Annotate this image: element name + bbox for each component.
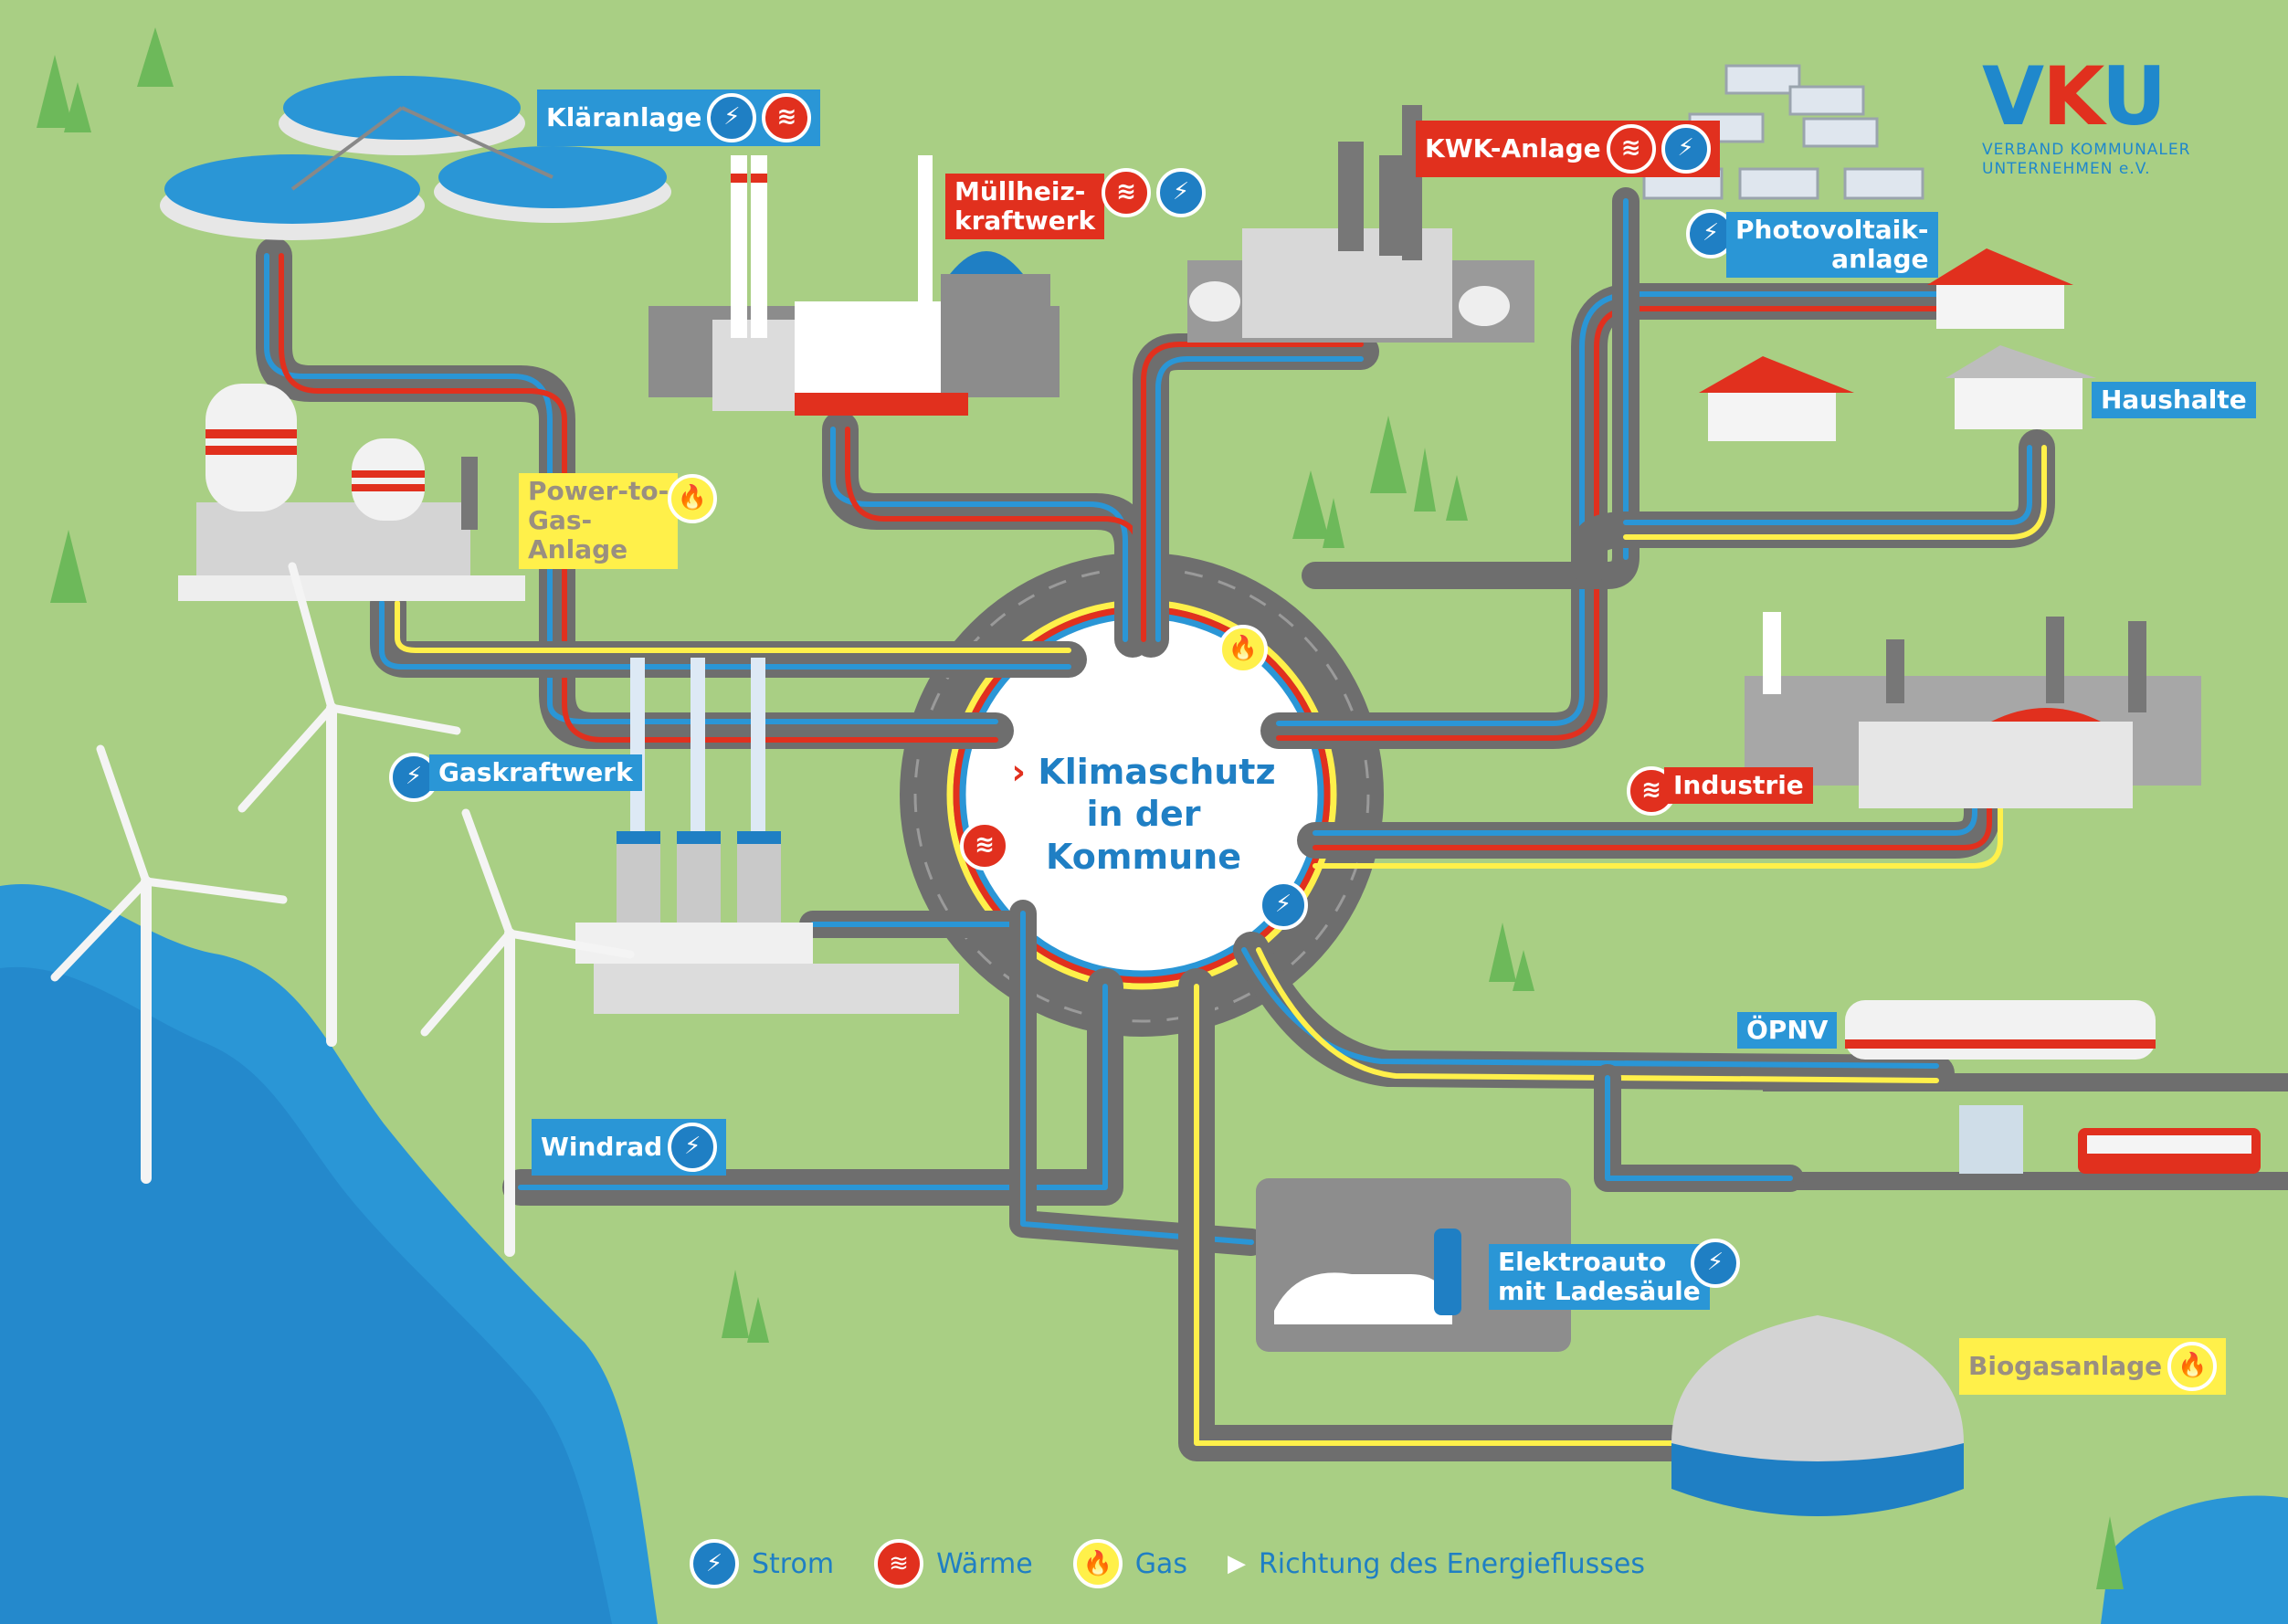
trees <box>37 27 2124 1589</box>
logo-subtitle-line2: UNTERNEHMEN e.V. <box>1982 160 2151 179</box>
legend-label-richtung: Richtung des Energieflusses <box>1258 1547 1645 1580</box>
gas-icon: 🔥 <box>1218 625 1268 674</box>
label-muellheizkraftwerk: Müllheiz- kraftwerk <box>945 174 1105 240</box>
label-text: Haushalte <box>2101 385 2247 415</box>
waerme-icon: ≋ <box>762 93 812 142</box>
gas-icon: 🔥 <box>668 474 717 523</box>
gaskraftwerk-drawing <box>575 658 959 1014</box>
logo-letter-v: V <box>1982 49 2044 143</box>
center-title-line3: Kommune <box>1046 836 1241 877</box>
logo-subtitle: VERBAND KOMMUNALER UNTERNEHMEN e.V. <box>1982 141 2190 180</box>
label-text-line1: Power-to- <box>528 476 670 506</box>
sea-wave <box>0 966 612 1624</box>
pipes <box>256 187 2055 1461</box>
label-text: Biogasanlage <box>1968 1350 2163 1381</box>
wind-turbines <box>50 562 635 1257</box>
ring-strom-icon-wrap: ⚡ <box>1244 877 1317 933</box>
label-text-line2: kraftwerk <box>954 206 1096 237</box>
label-industrie: Industrie <box>1664 767 1813 805</box>
strom-icon: ⚡ <box>668 1123 718 1172</box>
label-text-line2: anlage <box>1831 244 1929 275</box>
vehicles-drawing <box>1845 1000 2261 1174</box>
center-title: › Klimaschutz in der Kommune <box>988 751 1299 878</box>
waerme-icon: ≋ <box>960 821 1009 870</box>
label-text: Kläranlage <box>546 101 702 132</box>
biogas-drawing <box>1671 1315 1964 1516</box>
pv-drawing <box>1642 64 1924 200</box>
logo-mark: VKU <box>1982 57 2190 137</box>
legend-item-strom: ⚡ Strom <box>690 1539 834 1588</box>
legend-label-strom: Strom <box>752 1547 835 1580</box>
gas-icon: 🔥 <box>2167 1342 2218 1391</box>
logo-letter-u: U <box>2101 49 2167 143</box>
label-text: Gaskraftwerk <box>438 757 633 787</box>
lake <box>2101 1495 2288 1624</box>
label-text-line3: Anlage <box>528 534 628 565</box>
label-text-line1: Elektroauto <box>1498 1247 1667 1277</box>
center-title-line2: in der <box>1086 794 1201 835</box>
legend-item-waerme: ≋ Wärme <box>874 1539 1033 1588</box>
muellheiz-icons: ≋ ⚡ <box>1087 164 1215 221</box>
strom-icon: ⚡ <box>1156 168 1206 217</box>
label-photovoltaik: Photovoltaik- anlage <box>1726 212 1938 279</box>
legend-item-richtung: ▶ Richtung des Energieflusses <box>1228 1548 1645 1580</box>
legend-item-gas: 🔥 Gas <box>1072 1539 1187 1588</box>
strom-icon: ⚡ <box>1661 124 1711 174</box>
label-haushalte: Haushalte <box>2092 382 2256 419</box>
label-text: KWK-Anlage <box>1425 132 1601 163</box>
gas-icon: 🔥 <box>1072 1539 1123 1588</box>
logo-subtitle-line1: VERBAND KOMMUNALER <box>1982 141 2191 159</box>
strom-icon: ⚡ <box>690 1539 739 1588</box>
waerme-icon: ≋ <box>1606 124 1656 174</box>
label-klaeranlage: Kläranlage ⚡ ≋ <box>537 90 821 146</box>
kwk-drawing <box>1187 105 1534 343</box>
label-text-line2: mit Ladesäule <box>1498 1276 1701 1307</box>
vku-logo: VKU VERBAND KOMMUNALER UNTERNEHMEN e.V. <box>1982 57 2190 180</box>
houses-drawing <box>1699 248 2096 441</box>
logo-letter-k: K <box>2042 49 2103 143</box>
label-text: Windrad <box>541 1131 663 1162</box>
label-oepnv: ÖPNV <box>1737 1012 1838 1049</box>
label-gaskraftwerk: Gaskraftwerk <box>429 754 642 792</box>
muellheizkraftwerk-drawing <box>648 155 1060 416</box>
label-text: Industrie <box>1673 770 1804 800</box>
strom-icon: ⚡ <box>1691 1239 1740 1288</box>
ring-waerme-icon-wrap: ≋ <box>945 817 1018 874</box>
label-kwk-anlage: KWK-Anlage ≋ ⚡ <box>1416 121 1720 177</box>
klaeranlage-drawing <box>160 76 671 240</box>
ptg-icon-wrap: 🔥 <box>653 470 726 527</box>
arrow-right-icon: ▶ <box>1227 1550 1246 1577</box>
label-text-line1: Photovoltaik- <box>1735 215 1929 245</box>
center-disc <box>964 617 1320 973</box>
industrie-drawing <box>1745 612 2201 808</box>
strom-icon: ⚡ <box>707 93 757 142</box>
label-windrad: Windrad ⚡ <box>532 1119 727 1176</box>
strom-icon: ⚡ <box>1259 881 1308 930</box>
label-text: ÖPNV <box>1746 1015 1829 1045</box>
chevron-icon: › <box>1011 752 1027 792</box>
elektroauto-icon-wrap: ⚡ <box>1676 1235 1749 1292</box>
label-text-line2: Gas- <box>528 505 593 536</box>
label-text-line1: Müllheiz- <box>954 176 1086 206</box>
label-power-to-gas: Power-to- Gas- Anlage <box>519 473 679 569</box>
label-biogasanlage: Biogasanlage 🔥 <box>1959 1338 2227 1395</box>
waerme-icon: ≋ <box>874 1539 924 1588</box>
waerme-icon: ≋ <box>1102 168 1151 217</box>
ring-gas-icon-wrap: 🔥 <box>1204 621 1277 678</box>
center-title-line1: Klimaschutz <box>1038 752 1276 792</box>
label-elektroauto: Elektroauto mit Ladesäule <box>1489 1244 1710 1311</box>
legend-label-gas: Gas <box>1134 1547 1187 1580</box>
power-to-gas-drawing <box>178 384 525 601</box>
legend-label-waerme: Wärme <box>936 1547 1033 1580</box>
legend: ⚡ Strom ≋ Wärme 🔥 Gas ▶ Richtung des Ene… <box>690 1539 1669 1588</box>
